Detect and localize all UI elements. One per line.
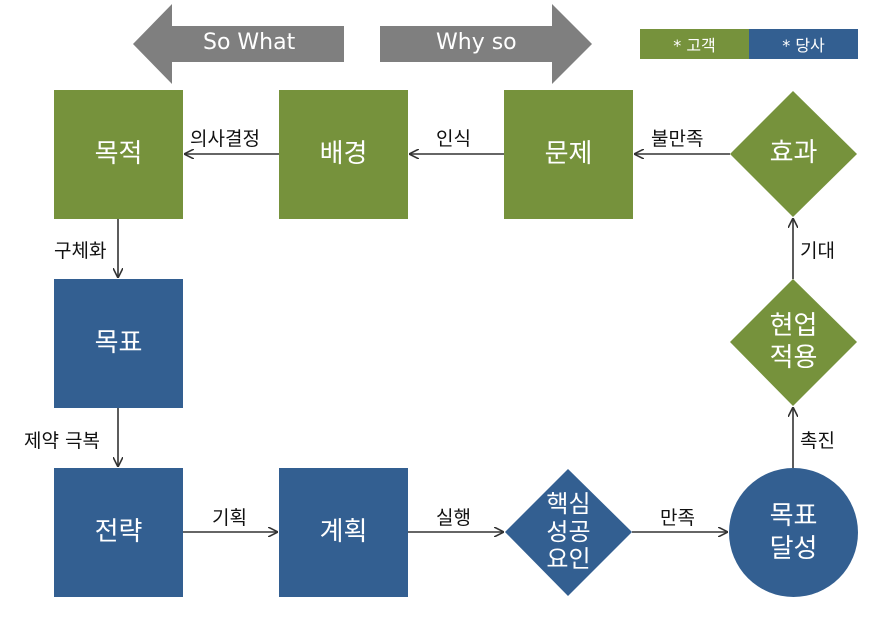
label-expectation: 기대 [800, 240, 835, 262]
strategy-node: 전략 [54, 468, 183, 597]
so-what-arrow [133, 4, 344, 84]
why-so-arrow [380, 4, 592, 84]
label-execution: 실행 [436, 507, 471, 529]
apply-node-shape [730, 279, 857, 406]
label-overcome: 제약 극복 [24, 430, 100, 452]
label-promotion: 촉진 [800, 430, 835, 452]
label-planning: 기획 [212, 507, 247, 529]
background-node: 배경 [279, 90, 408, 219]
label-dissatisfaction: 불만족 [651, 128, 704, 150]
goal-node: 목적 [54, 90, 183, 219]
problem-node: 문제 [504, 90, 633, 219]
ksf-node-shape [505, 469, 632, 596]
legend-customer: * 고객 [640, 29, 749, 59]
label-concretize: 구체화 [54, 240, 107, 262]
effect-node-shape [730, 91, 857, 217]
plan-node: 계획 [279, 468, 408, 597]
target-node: 목표 [54, 279, 183, 408]
label-decision: 의사결정 [190, 128, 260, 150]
so-what-label: So What [203, 30, 296, 55]
achieve-node: 목표 달성 [729, 468, 858, 597]
why-so-label: Why so [436, 30, 517, 55]
label-recognition: 인식 [436, 128, 471, 150]
legend-company: * 당사 [749, 29, 858, 59]
label-satisfaction: 만족 [660, 507, 695, 529]
